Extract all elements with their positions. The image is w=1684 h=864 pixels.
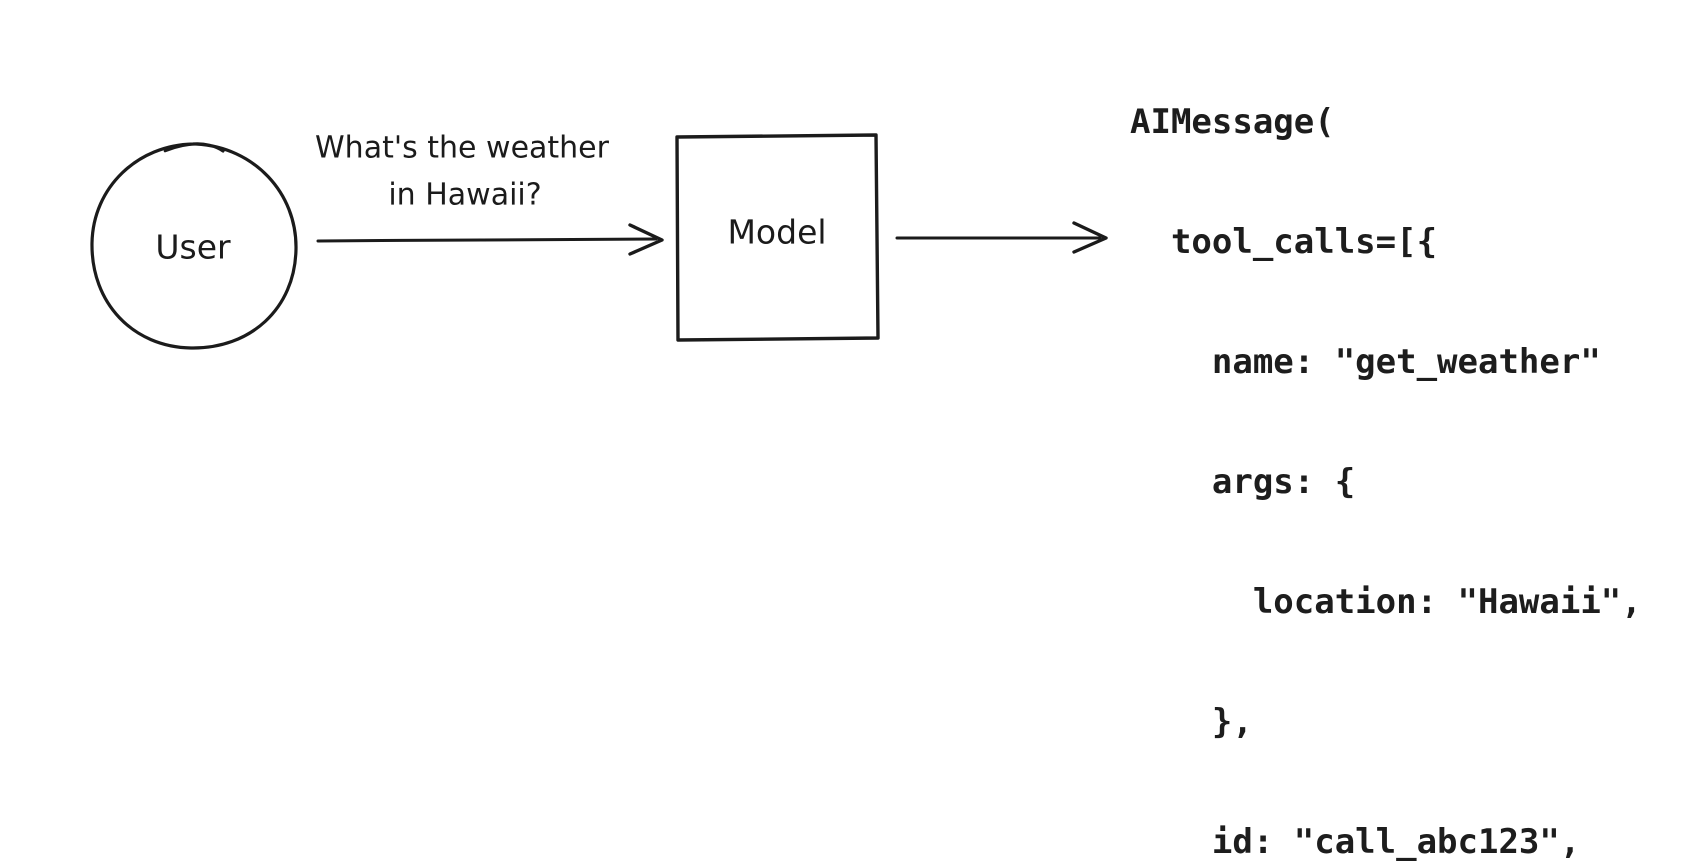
diagram-shapes (90, 133, 1108, 350)
code-line: name: "get_weather" (1130, 342, 1601, 382)
arrow-label-line2: in Hawaii? (388, 177, 542, 213)
arrow-user-to-model-shaft (316, 237, 658, 243)
user-node-label: User (155, 227, 231, 267)
model-node-label: Model (727, 212, 827, 252)
user-circle (90, 142, 298, 350)
arrow-label-line1: What's the weather (315, 130, 609, 166)
arrow-user-to-model-head (628, 223, 664, 256)
code-line: location: "Hawaii", (1130, 582, 1642, 622)
diagram-canvas: User Model What's the weather in Hawaii?… (90, 102, 1642, 862)
code-line: tool_calls=[{ (1130, 222, 1438, 262)
arrow-model-to-output-head (1072, 221, 1108, 254)
code-line: AIMessage( (1130, 102, 1335, 142)
code-line: }, (1130, 702, 1253, 742)
code-line: id: "call_abc123", (1130, 822, 1581, 862)
user-circle-overlap-stroke (163, 142, 202, 153)
ai-message-code: AIMessage( tool_calls=[{ name: "get_weat… (1130, 22, 1642, 864)
model-box (675, 133, 880, 342)
code-line: args: { (1130, 462, 1356, 502)
